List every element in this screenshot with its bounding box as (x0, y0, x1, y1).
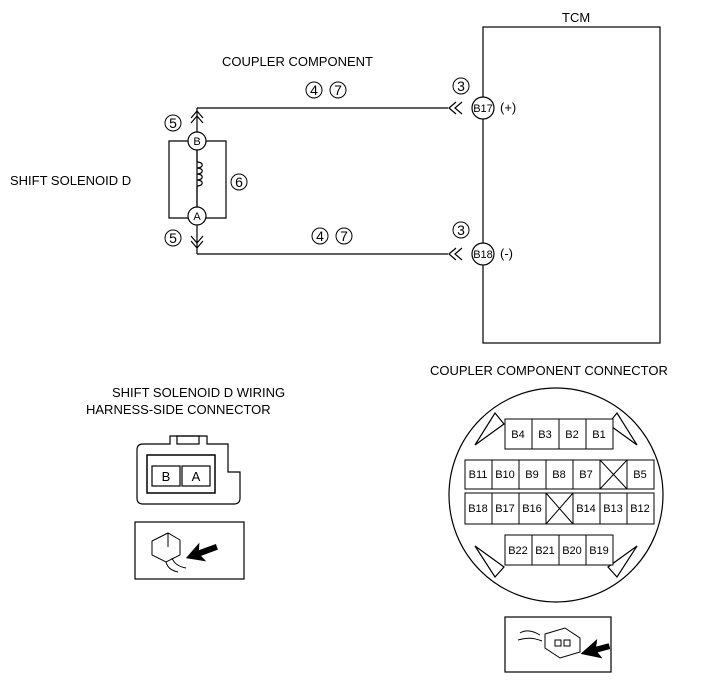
svg-text:B1: B1 (592, 429, 605, 441)
callout-7-top: 7 (329, 81, 347, 99)
minus-label: (-) (500, 246, 513, 261)
svg-text:B10: B10 (495, 469, 515, 481)
svg-text:B2: B2 (565, 429, 578, 441)
tcm-label: TCM (562, 10, 590, 25)
svg-text:B19: B19 (589, 545, 609, 557)
svg-text:B16: B16 (522, 503, 542, 515)
svg-text:B8: B8 (552, 469, 565, 481)
empty-pin-icon (545, 459, 628, 525)
svg-text:B14: B14 (576, 503, 596, 515)
svg-text:A: A (193, 211, 201, 223)
svg-text:B12: B12 (630, 503, 650, 515)
svg-text:3: 3 (457, 78, 465, 94)
svg-text:3: 3 (457, 222, 465, 238)
coupler-component-label: COUPLER COMPONENT (222, 54, 373, 69)
svg-text:B20: B20 (562, 545, 582, 557)
svg-text:5: 5 (169, 230, 177, 246)
svg-text:7: 7 (340, 228, 348, 244)
svg-text:6: 6 (235, 174, 243, 190)
tcm-terminal-b18 (471, 242, 495, 266)
coupler-pin-labels: B4 B3 B2 B1 B11 B10 B9 B8 B7 B5 B18 B17 … (468, 429, 650, 557)
svg-text:B7: B7 (579, 469, 592, 481)
coupler-connector-view-icon (504, 616, 612, 673)
callout-4-bottom: 4 (311, 227, 329, 245)
svg-text:4: 4 (310, 82, 318, 98)
callout-5-bottom: 5 (164, 229, 182, 247)
svg-text:B22: B22 (508, 545, 528, 557)
svg-text:B5: B5 (633, 469, 646, 481)
solenoid-connector-view-icon (134, 521, 245, 580)
connector-up-icon (190, 110, 204, 124)
tcm-box (482, 26, 661, 344)
svg-text:7: 7 (334, 82, 342, 98)
callout-3-top: 3 (452, 77, 470, 95)
shift-solenoid-label: SHIFT SOLENOID D (10, 173, 131, 188)
svg-text:B21: B21 (535, 545, 555, 557)
svg-text:5: 5 (169, 115, 177, 131)
svg-text:4: 4 (316, 228, 324, 244)
coil-icon (196, 150, 203, 207)
svg-text:B18: B18 (468, 503, 488, 515)
callout-5-top: 5 (164, 114, 182, 132)
callout-3-bottom: 3 (452, 221, 470, 239)
svg-text:B3: B3 (538, 429, 551, 441)
callout-4-top: 4 (305, 81, 323, 99)
svg-text:B: B (193, 136, 200, 148)
plus-label: (+) (500, 100, 516, 115)
wiring-connector-title-1: SHIFT SOLENOID D WIRING (112, 385, 285, 400)
svg-text:B9: B9 (525, 469, 538, 481)
svg-text:B11: B11 (469, 469, 488, 481)
solenoid-bracket (168, 140, 197, 219)
svg-text:B17: B17 (495, 503, 515, 515)
connector-down-icon (190, 235, 204, 249)
callout-7-bottom: 7 (335, 227, 353, 245)
svg-text:B18: B18 (473, 249, 493, 261)
tcm-terminal-b17 (471, 96, 495, 120)
callout-6: 6 (230, 173, 248, 191)
coupler-connector-title: COUPLER COMPONENT CONNECTOR (430, 363, 668, 378)
coupler-connector (448, 387, 664, 603)
svg-text:B13: B13 (603, 503, 623, 515)
coupler-pin-grid (464, 418, 655, 566)
svg-text:B4: B4 (511, 429, 524, 441)
wiring-connector-title-2: HARNESS-SIDE CONNECTOR (86, 402, 271, 417)
svg-text:B17: B17 (473, 103, 493, 115)
solenoid-pin-a: A (192, 469, 201, 484)
solenoid-connector (136, 435, 241, 505)
solenoid-pin-b: B (162, 469, 171, 484)
connector-left-icon (448, 101, 463, 261)
